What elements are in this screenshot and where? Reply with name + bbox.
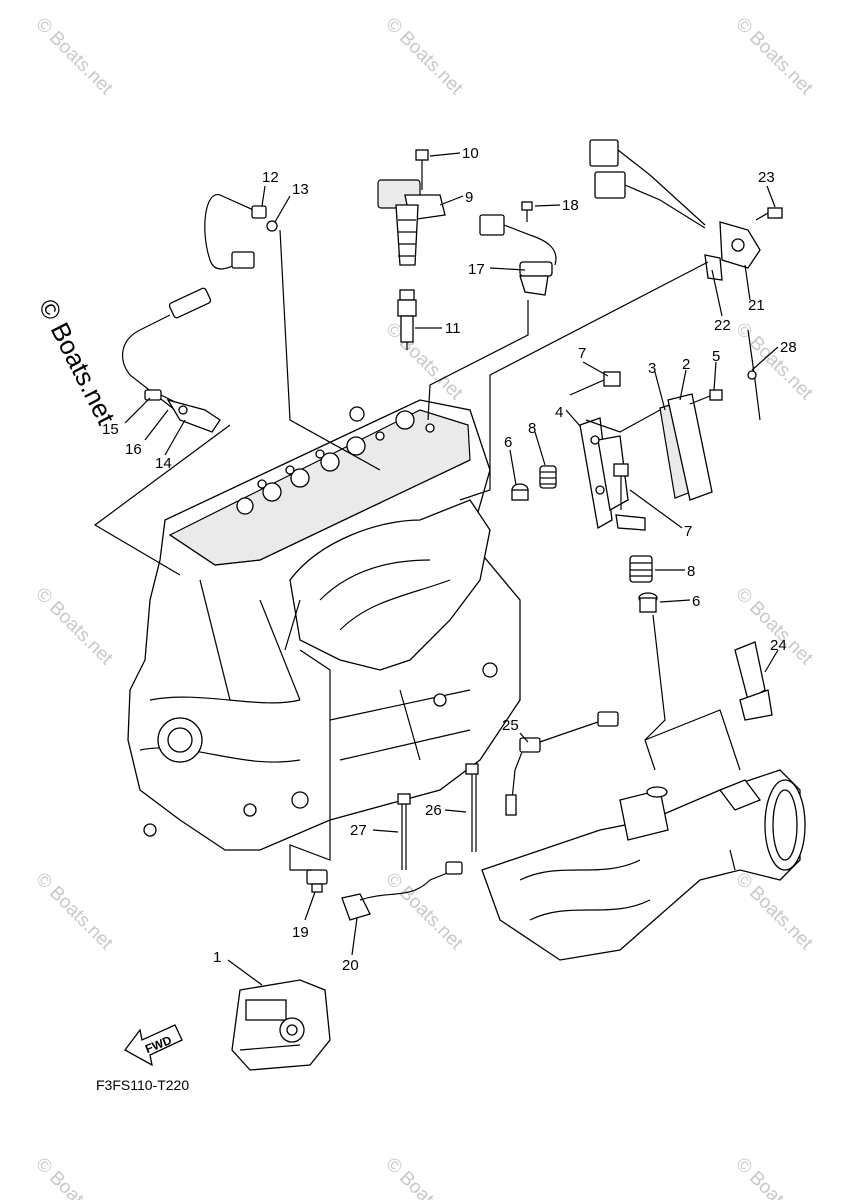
watermark: © Boats.net (731, 869, 817, 955)
figure-code: F3FS110-T220 (96, 1077, 189, 1093)
watermark: © Boats.net (731, 1154, 817, 1200)
sensor-19 (306, 869, 328, 893)
callout-25: 25 (502, 717, 519, 734)
watermark: © Boats.net (731, 319, 817, 405)
callout-16: 16 (125, 441, 142, 458)
callout-12: 12 (262, 169, 279, 186)
callout-9: 9 (465, 189, 473, 206)
grommet-6-lower (638, 592, 658, 613)
cam-sensor-17 (479, 201, 557, 296)
damper-8-lower (629, 555, 653, 583)
callout-8-lower: 8 (687, 563, 695, 580)
callout-4: 4 (555, 404, 563, 421)
reference-lines (93, 229, 741, 871)
fwd-label: FWD (143, 1033, 174, 1056)
callouts: 10 9 11 12 13 14 15 16 17 18 23 21 22 28… (102, 145, 797, 974)
callout-27: 27 (350, 822, 367, 839)
callout-3: 3 (648, 360, 656, 377)
watermark: © Boats.net (31, 14, 117, 100)
spark-plug (397, 289, 417, 350)
watermark: © Boats.net (381, 14, 467, 100)
callout-1: 1 (213, 949, 221, 966)
callout-6-upper: 6 (504, 434, 512, 451)
callout-15: 15 (102, 421, 119, 438)
sensor-harness-12 (204, 194, 278, 270)
sensor-25 (505, 711, 619, 816)
cable-tie-27 (397, 793, 411, 870)
callout-2: 2 (682, 356, 690, 373)
watermark: © Boats.net (381, 869, 467, 955)
watermark: © Boats.net (31, 584, 117, 670)
watermark: © Boats.net (31, 869, 117, 955)
strap-28 (747, 329, 761, 421)
callout-7-lower: 7 (684, 523, 692, 540)
callout-17: 17 (468, 261, 485, 278)
bolt-5 (689, 389, 723, 405)
exhaust-manifold (481, 769, 806, 961)
harness-21 (589, 139, 783, 281)
bolt-7-upper (569, 371, 621, 396)
callout-14: 14 (155, 455, 172, 472)
callout-5: 5 (712, 348, 720, 365)
ecu-module-1 (231, 979, 331, 1071)
callout-24: 24 (770, 637, 787, 654)
callout-11: 11 (445, 320, 461, 337)
watermark: © Boats.net (731, 14, 817, 100)
callout-6-lower: 6 (692, 593, 700, 610)
callout-13: 13 (292, 181, 309, 198)
callout-10: 10 (462, 145, 479, 162)
clip-24 (734, 641, 773, 721)
callout-23: 23 (758, 169, 775, 186)
bolt-10 (415, 149, 429, 190)
damper-8-upper (539, 465, 557, 489)
callout-20: 20 (342, 957, 359, 974)
callout-28: 28 (780, 339, 797, 356)
sensor-20 (341, 861, 463, 921)
callout-7-upper: 7 (578, 345, 586, 362)
bolt-7-lower (613, 463, 629, 510)
callout-22: 22 (714, 317, 731, 334)
plate-2 (667, 393, 713, 501)
fwd-arrow: FWD (124, 1024, 183, 1067)
ignition-coil (377, 179, 446, 266)
watermark: © Boats.net (381, 1154, 467, 1200)
leader-lines (124, 152, 779, 986)
engine-block (127, 399, 521, 851)
callout-21: 21 (748, 297, 765, 314)
sensor-harness-14 (122, 287, 221, 433)
grommet-6-upper (511, 483, 529, 501)
cable-tie-26 (465, 763, 479, 852)
callout-18: 18 (562, 197, 579, 214)
callout-19: 19 (292, 924, 309, 941)
watermark: © Boats.net (31, 1154, 117, 1200)
callout-26: 26 (425, 802, 442, 819)
watermark-bold: © Boats.net (33, 294, 122, 430)
callout-8-upper: 8 (528, 420, 536, 437)
ecu-bracket (579, 417, 646, 531)
